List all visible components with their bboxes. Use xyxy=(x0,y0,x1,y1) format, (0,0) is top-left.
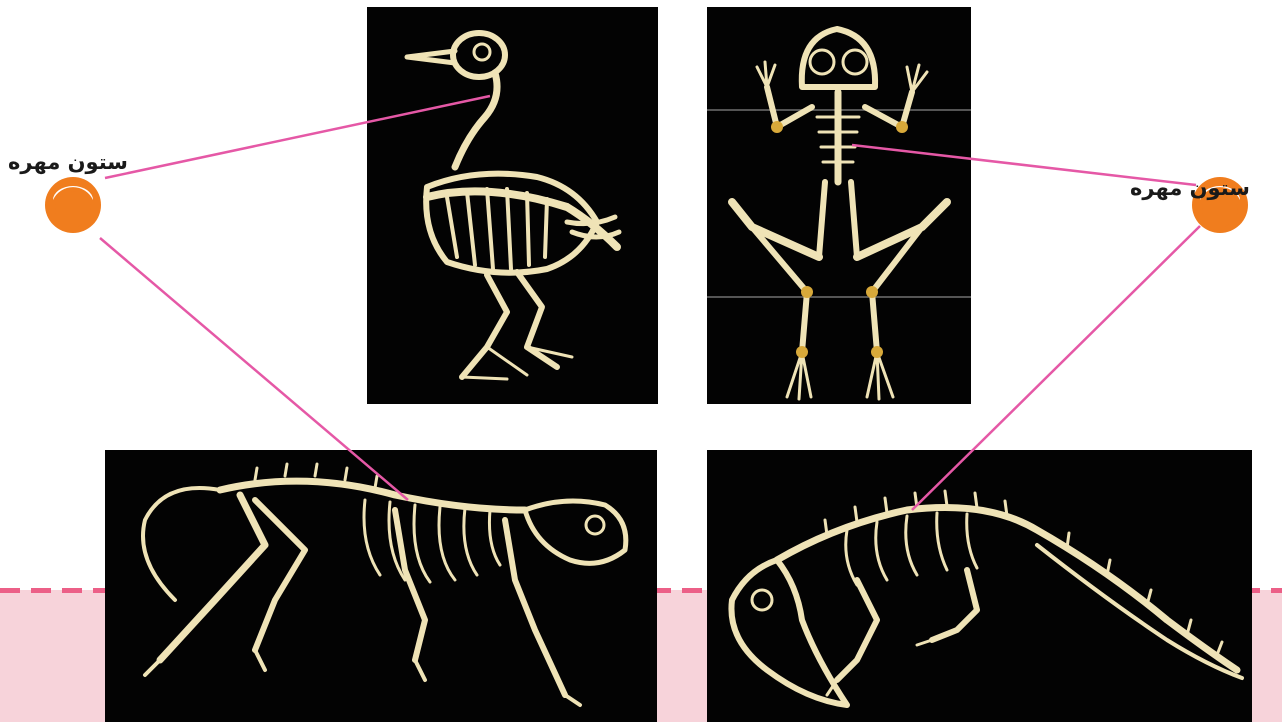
crocodile-skeleton-photo xyxy=(707,450,1252,722)
left-vertebral-column-label: ستون مهره xyxy=(8,150,128,174)
bird-skeleton-image xyxy=(367,7,658,404)
left-callout-marker-icon xyxy=(43,175,103,235)
right-vertebral-column-label: ستون مهره xyxy=(1130,176,1250,200)
bird-skeleton-photo xyxy=(367,7,658,404)
crocodile-skeleton-image xyxy=(707,450,1252,722)
cat-skeleton-photo xyxy=(105,450,657,722)
frog-skeleton-image xyxy=(707,7,971,404)
frog-skeleton-photo xyxy=(707,7,971,404)
cat-skeleton-image xyxy=(105,450,657,722)
